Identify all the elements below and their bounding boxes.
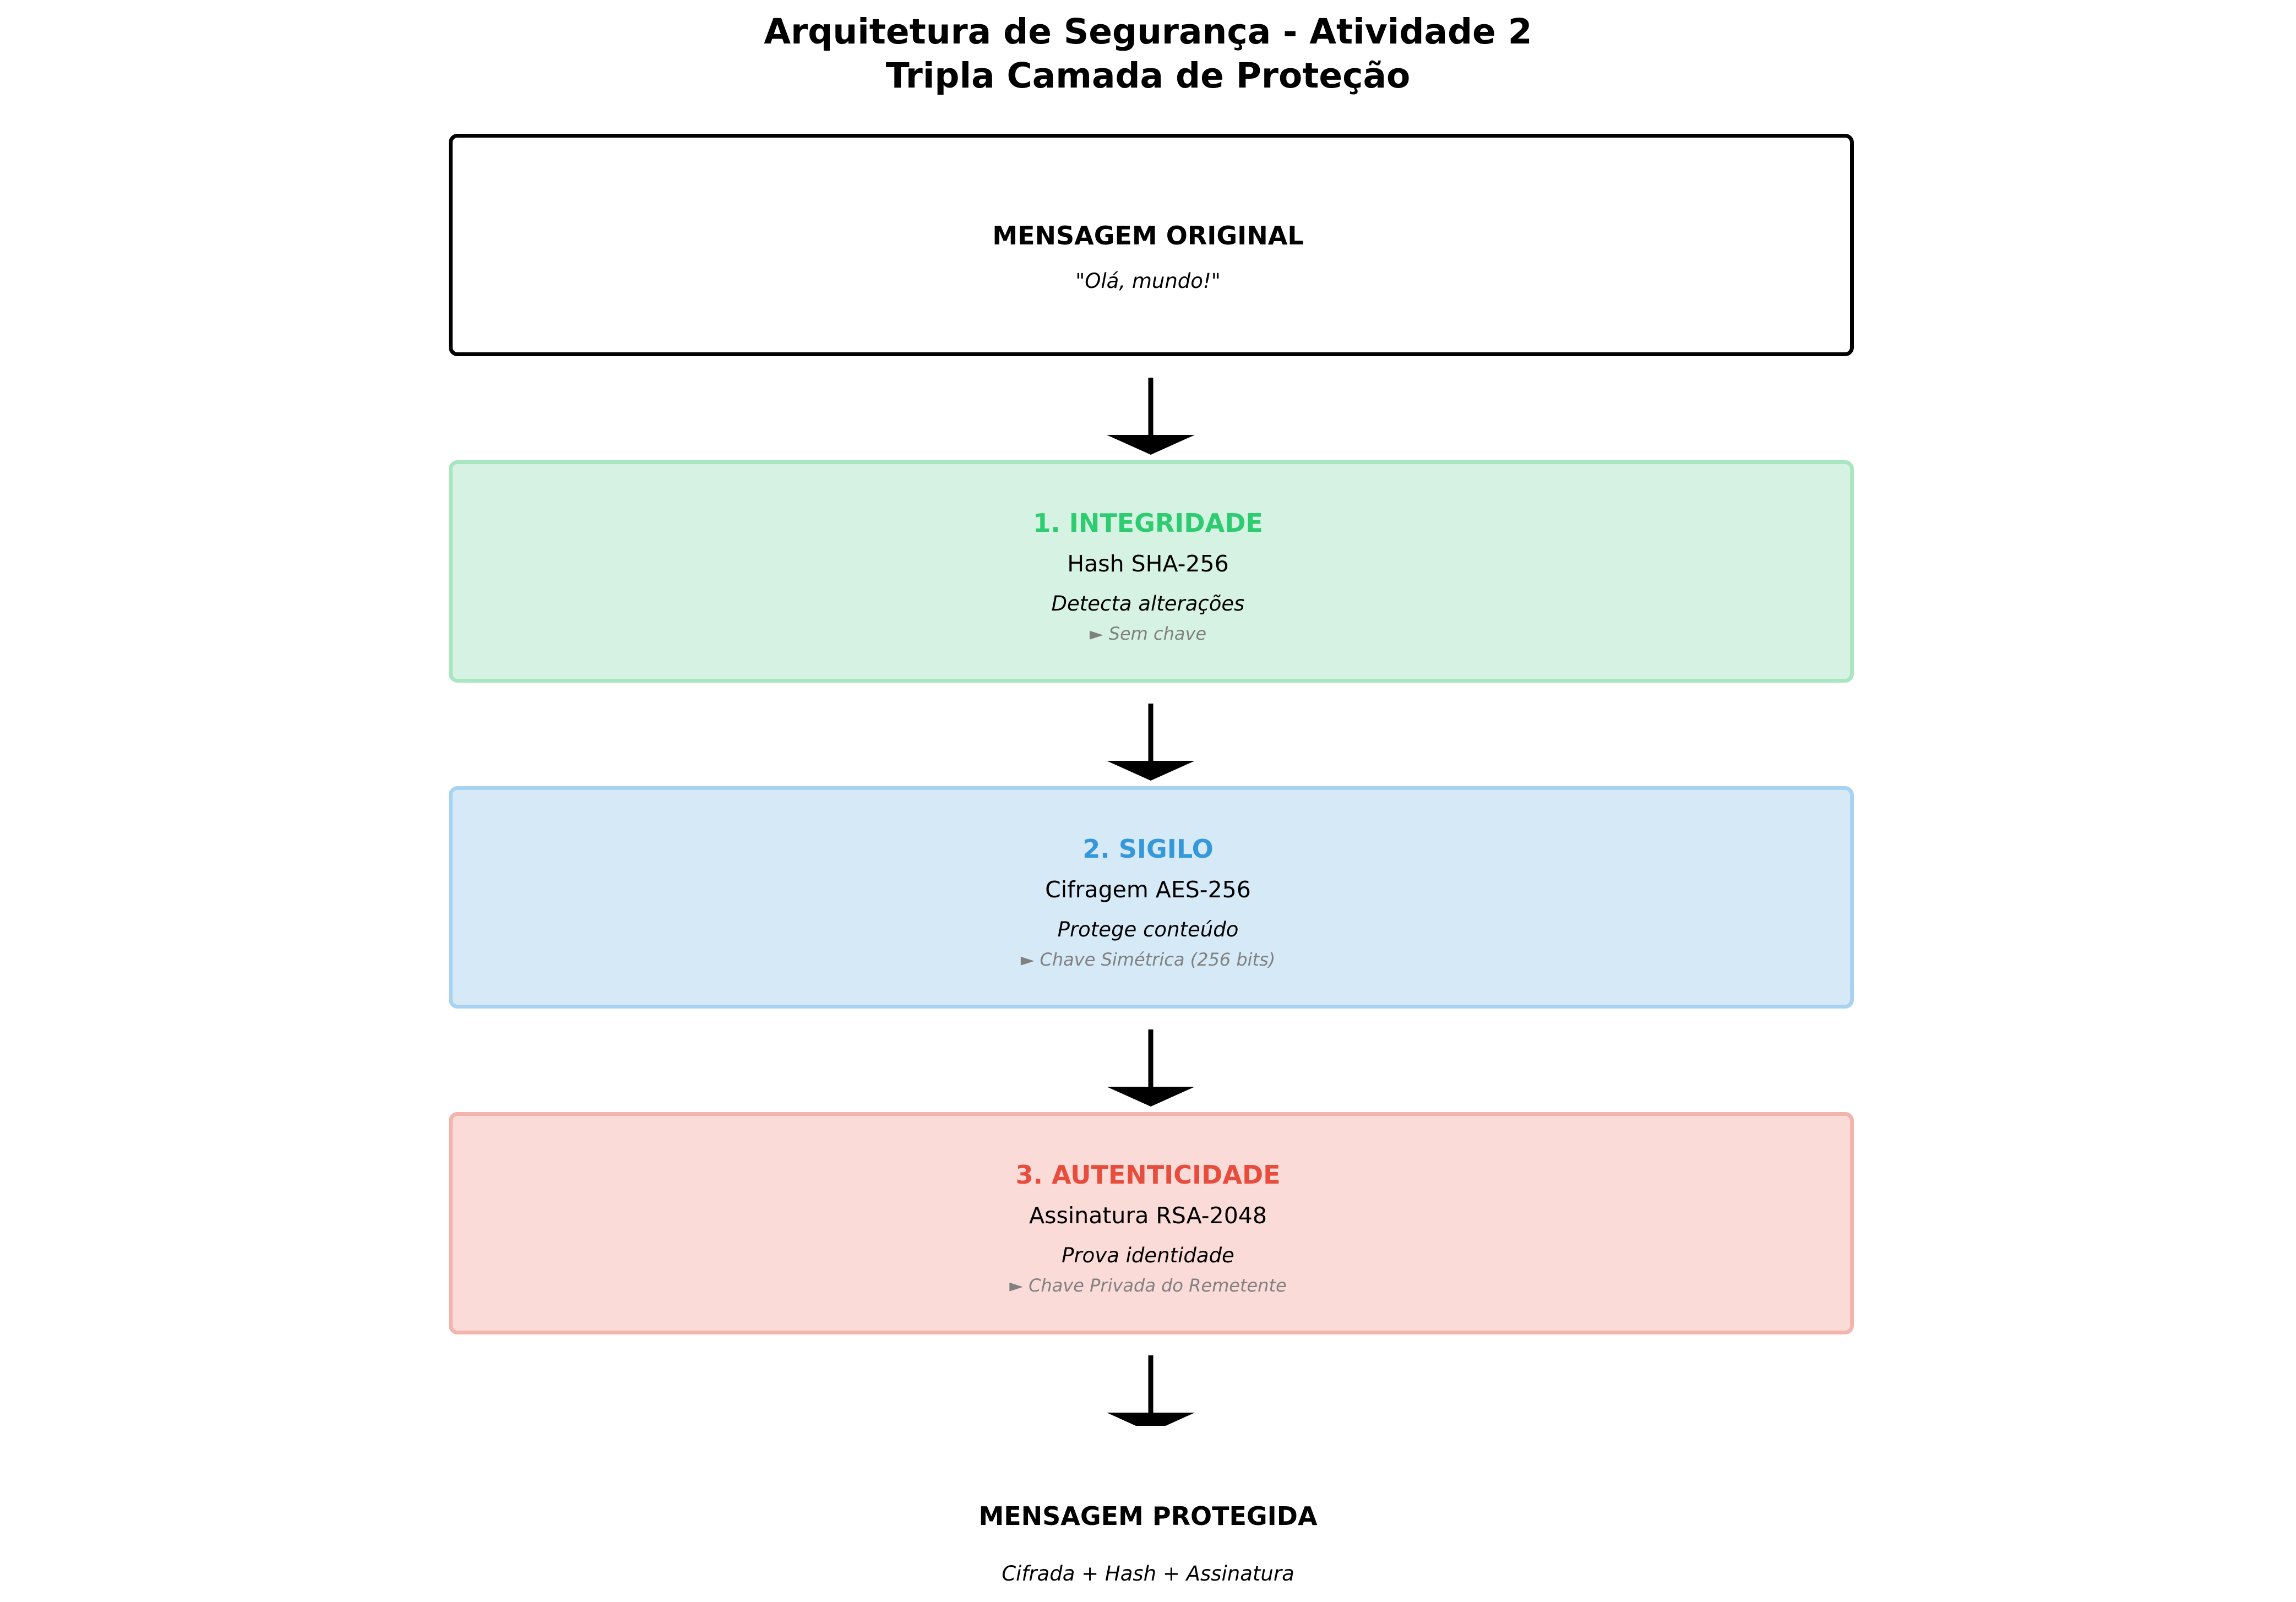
- integrity-layer-box: [449, 460, 1854, 683]
- diagram-title-line2: Tripla Camada de Proteção: [885, 56, 1411, 96]
- flow-arrow-4: [1107, 1355, 1195, 1426]
- integrity-layer-description: Detecta alterações: [1051, 592, 1245, 615]
- authenticity-layer-heading: 3. AUTENTICIDADE: [1015, 1160, 1281, 1190]
- original-message-heading: MENSAGEM ORIGINAL: [992, 221, 1304, 250]
- authenticity-layer-key: ► Chave Privada do Remetente: [1009, 1275, 1287, 1296]
- integrity-layer-key: ► Sem chave: [1089, 623, 1207, 644]
- confidentiality-layer-method: Cifragem AES-256: [1045, 876, 1251, 903]
- authenticity-layer-method: Assinatura RSA-2048: [1029, 1202, 1267, 1229]
- protected-message-heading: MENSAGEM PROTEGIDA: [978, 1501, 1318, 1531]
- authenticity-layer-box: [449, 1112, 1854, 1334]
- diagram-title-line1: Arquitetura de Segurança - Atividade 2: [764, 12, 1532, 52]
- original-message-text: "Olá, mundo!": [1075, 269, 1221, 293]
- flow-arrow-3: [1107, 1029, 1195, 1107]
- flow-arrow-1: [1107, 378, 1195, 455]
- integrity-layer-heading: 1. INTEGRIDADE: [1033, 508, 1263, 538]
- protected-message-description: Cifrada + Hash + Assinatura: [1002, 1562, 1294, 1585]
- confidentiality-layer-box: [449, 786, 1854, 1009]
- confidentiality-layer-heading: 2. SIGILO: [1082, 834, 1214, 864]
- flow-arrow-2: [1107, 704, 1195, 781]
- confidentiality-layer-key: ► Chave Simétrica (256 bits): [1020, 949, 1276, 970]
- original-message-box: [449, 134, 1854, 356]
- authenticity-layer-description: Prova identidade: [1062, 1244, 1234, 1267]
- confidentiality-layer-description: Protege conteúdo: [1057, 918, 1239, 941]
- integrity-layer-method: Hash SHA-256: [1067, 551, 1229, 577]
